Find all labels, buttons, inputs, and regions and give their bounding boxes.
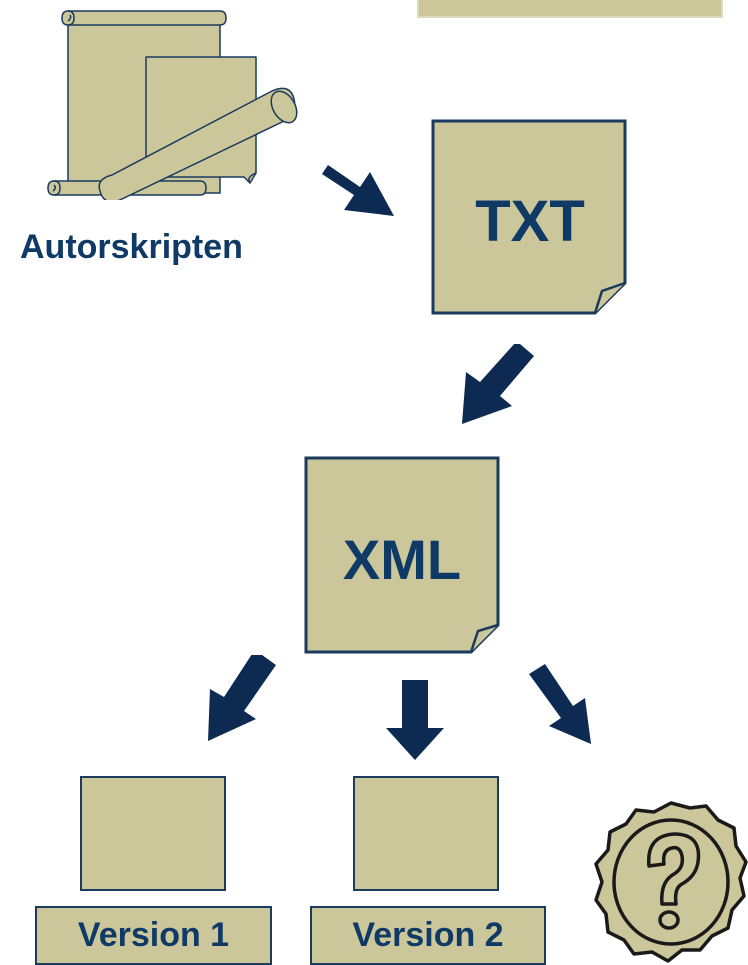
version1-label: Version 1 xyxy=(77,916,230,954)
arrow-icon xyxy=(462,344,534,424)
arrow-icon xyxy=(529,664,591,744)
arrow-icon xyxy=(318,165,394,216)
scroll-icon xyxy=(47,10,298,200)
version1-label-box: Version 1 xyxy=(35,906,272,965)
version2-label-box: Version 2 xyxy=(310,906,546,965)
txt-document-icon xyxy=(431,119,627,315)
version2-box xyxy=(353,776,499,891)
xml-document-icon xyxy=(304,456,500,654)
txt-document: TXT xyxy=(430,118,630,316)
question-mark-icon xyxy=(594,801,748,963)
xml-document: XML xyxy=(303,455,501,655)
autorskripten-label: Autorskripten xyxy=(20,228,243,266)
top-box-partial xyxy=(417,0,723,18)
version2-label: Version 2 xyxy=(352,916,504,954)
xml-label: XML xyxy=(342,528,462,591)
txt-label: TXT xyxy=(475,189,585,254)
arrow-icon xyxy=(386,680,444,760)
version1-box xyxy=(80,776,226,891)
arrow-icon xyxy=(208,655,276,741)
